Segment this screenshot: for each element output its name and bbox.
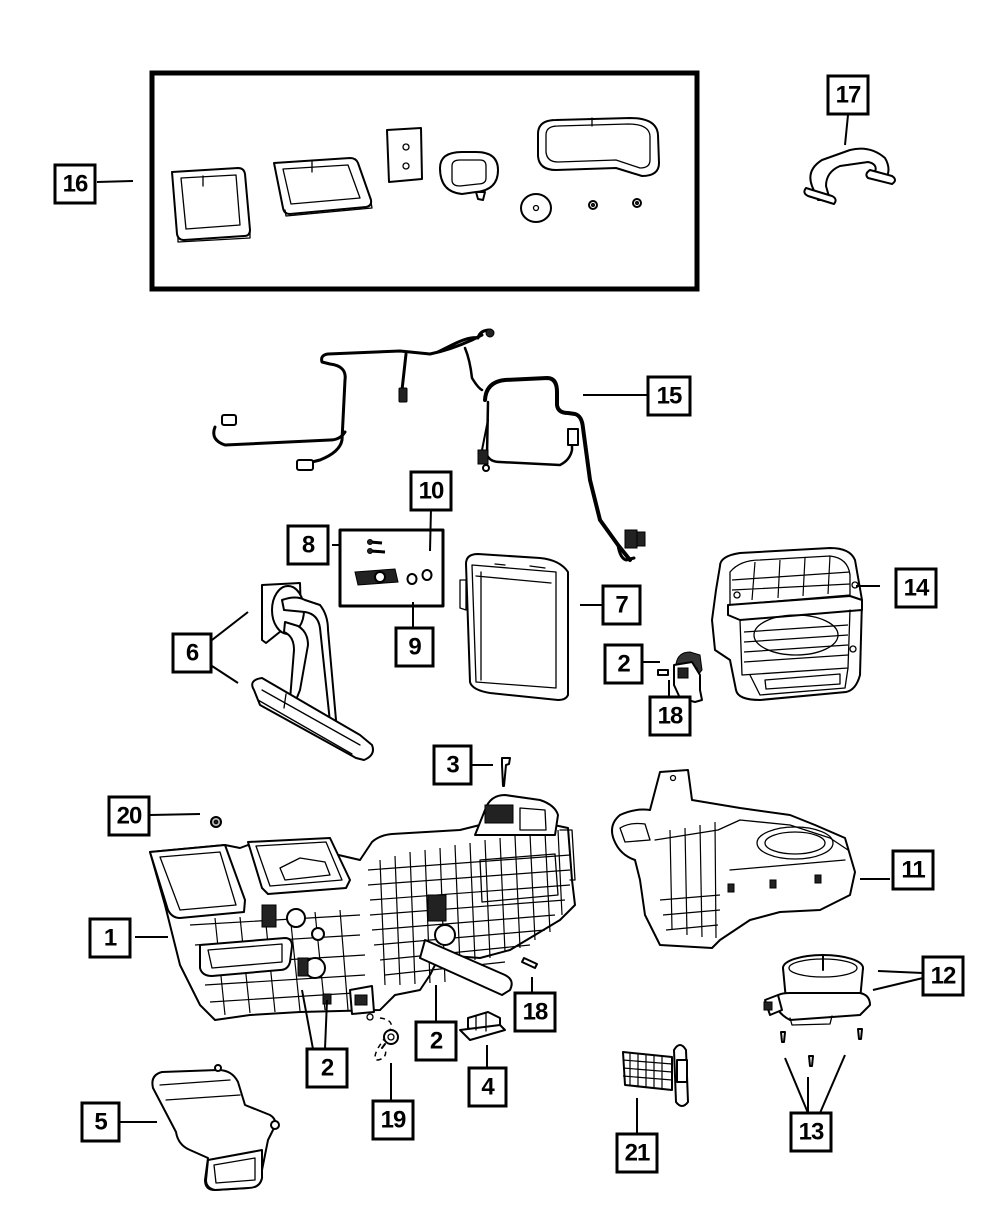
callout-16: 16	[53, 163, 97, 205]
callout-label: 3	[446, 752, 459, 779]
callout-label: 4	[481, 1074, 495, 1101]
callout-label: 21	[625, 1140, 650, 1167]
distribution-duct-part	[711, 547, 863, 701]
callout-label: 16	[63, 171, 88, 198]
leader-lines	[96, 114, 924, 1133]
callout-13: 13	[789, 1111, 833, 1153]
heater-core-part	[251, 582, 374, 761]
clip-part	[803, 147, 896, 205]
seal-large-curved	[537, 117, 660, 177]
blower-resistor-part	[622, 1044, 689, 1107]
callout-label: 2	[321, 1055, 334, 1082]
callout-label: 2	[430, 1028, 443, 1055]
seal-square-1	[171, 167, 251, 243]
screw-18-lower-part	[521, 957, 538, 969]
expansion-valve-kit-part	[338, 528, 445, 608]
callout-4: 4	[467, 1066, 508, 1108]
blower-motor-part	[763, 954, 871, 1026]
callout-label: 10	[419, 478, 444, 505]
bolt-19-part	[366, 1013, 399, 1061]
callout-label: 15	[657, 383, 682, 410]
callout-1: 1	[88, 917, 132, 959]
seal-plate	[386, 127, 423, 183]
callout-label: 20	[117, 803, 142, 830]
callout-10: 10	[409, 470, 453, 512]
resistor-module-part	[459, 1011, 506, 1041]
callout-label: 18	[523, 999, 548, 1026]
callout-label: 9	[408, 634, 421, 661]
callout-15: 15	[646, 375, 692, 417]
callout-label: 19	[381, 1107, 406, 1134]
callout-label: 11	[901, 857, 925, 884]
callout-label: 8	[302, 532, 315, 559]
seal-square-2	[273, 157, 373, 217]
callout-label: 5	[94, 1109, 107, 1136]
callout-label: 12	[931, 963, 956, 990]
callout-7: 7	[601, 584, 642, 626]
callout-12: 12	[921, 955, 965, 997]
screws-13-part	[780, 1028, 863, 1067]
seal-disc	[520, 193, 552, 223]
callout-8: 8	[286, 524, 330, 566]
evaporator-part	[459, 553, 569, 701]
callout-6: 6	[171, 632, 213, 674]
callout-label: 14	[904, 575, 930, 602]
callout-18-upper: 18	[648, 695, 692, 737]
callout-2-lower-mid: 2	[414, 1020, 458, 1062]
callout-14: 14	[894, 567, 938, 609]
callout-17: 17	[826, 74, 870, 116]
callout-label: 1	[104, 925, 117, 952]
callout-label: 18	[658, 703, 683, 730]
callout-label: 13	[799, 1119, 824, 1146]
callout-label: 17	[836, 82, 861, 109]
floor-duct-part	[151, 1064, 280, 1191]
seal-round-tab	[439, 151, 499, 201]
callout-18-lower: 18	[513, 991, 557, 1033]
seal-kit-frame	[149, 70, 700, 292]
actuator-upper-part	[657, 651, 703, 703]
seal-kit-group	[149, 70, 700, 292]
callout-3: 3	[432, 744, 473, 786]
callout-5: 5	[80, 1101, 121, 1143]
callout-19: 19	[371, 1099, 415, 1141]
nut-20-part	[210, 816, 222, 828]
callout-9: 9	[394, 626, 435, 668]
callout-2-upper: 2	[603, 643, 644, 685]
screw-3-part	[501, 757, 511, 787]
callout-label: 2	[617, 651, 630, 678]
callout-21: 21	[615, 1132, 659, 1174]
callout-11: 11	[891, 849, 935, 891]
callout-label: 6	[186, 640, 199, 667]
blower-housing-part	[611, 769, 856, 949]
callout-2-lower-left: 2	[305, 1047, 349, 1089]
heater-ac-housing-part	[149, 794, 576, 1021]
callout-20: 20	[107, 795, 151, 837]
callout-label: 7	[615, 592, 628, 619]
seal-grommets	[588, 198, 642, 210]
wiring-harness-part	[212, 328, 646, 562]
